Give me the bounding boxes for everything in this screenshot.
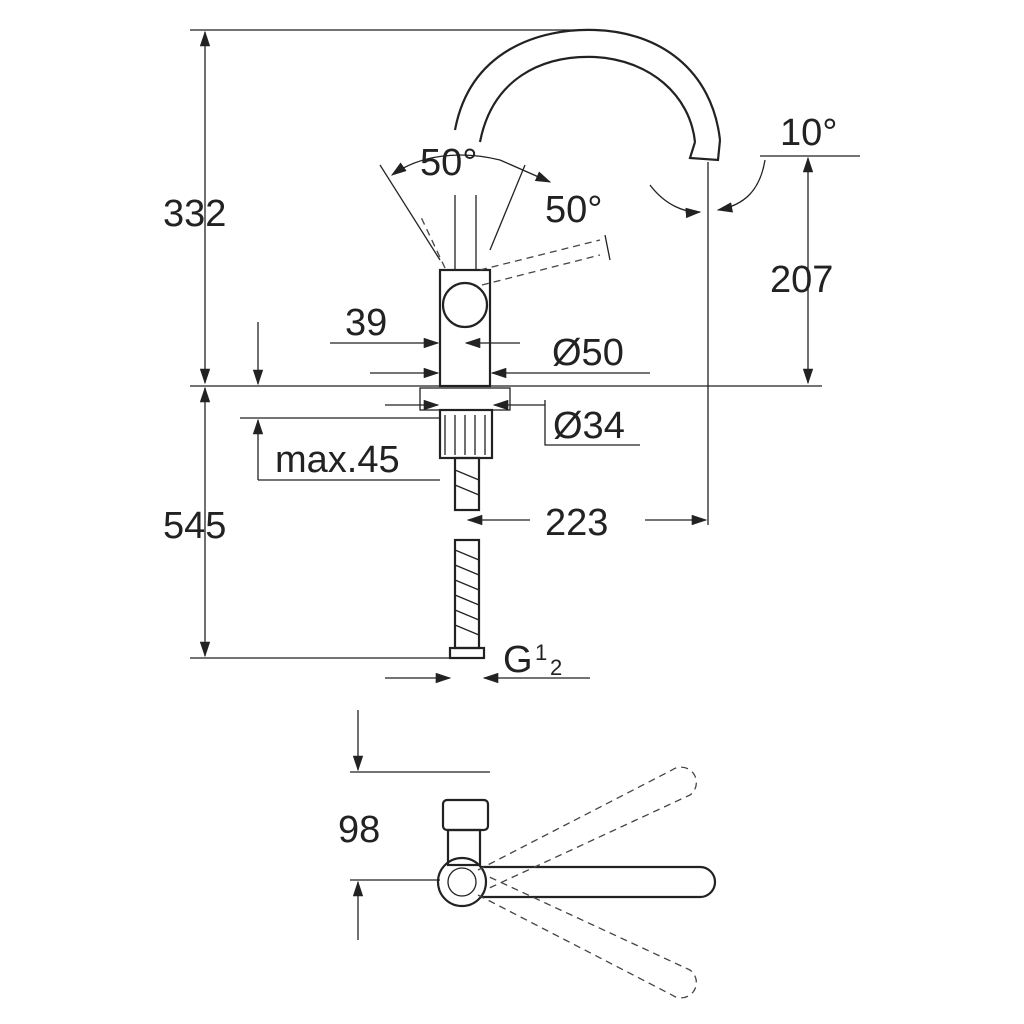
dimension-50-degree: 50° 50° xyxy=(379,142,611,261)
spout xyxy=(453,28,722,525)
label-223: 223 xyxy=(545,502,608,544)
label-545: 545 xyxy=(163,505,226,547)
dimension-207: 207 xyxy=(770,156,833,385)
mounting-assembly xyxy=(419,387,511,660)
label-39: 39 xyxy=(345,302,387,344)
label-g: G xyxy=(503,639,533,681)
label-50-degree-right: 50° xyxy=(545,189,602,231)
label-98: 98 xyxy=(338,809,380,851)
dimension-max-45: max.45 xyxy=(240,322,440,481)
label-207: 207 xyxy=(770,259,833,301)
dimension-332: 332 xyxy=(163,29,600,385)
label-g-den: 2 xyxy=(550,655,562,680)
faucet-body xyxy=(419,195,601,388)
dimension-223: 223 xyxy=(466,502,708,544)
label-g-num: 1 xyxy=(535,640,547,665)
dimension-10-degree: 10° xyxy=(649,112,860,219)
dimension-diameter-50: Ø50 xyxy=(370,332,650,379)
dimension-545: 545 xyxy=(163,386,455,659)
dimension-g-half: G 1 2 xyxy=(385,639,590,684)
dimension-diameter-34: Ø34 xyxy=(385,399,640,447)
label-diameter-50: Ø50 xyxy=(552,332,624,374)
label-diameter-34: Ø34 xyxy=(553,405,625,447)
label-max-45: max.45 xyxy=(275,439,400,481)
label-332: 332 xyxy=(163,193,226,235)
top-view: 98 xyxy=(338,710,717,999)
dimension-39: 39 xyxy=(330,302,520,349)
label-50-degree-left: 50° xyxy=(420,142,477,184)
label-10-degree: 10° xyxy=(780,112,837,154)
